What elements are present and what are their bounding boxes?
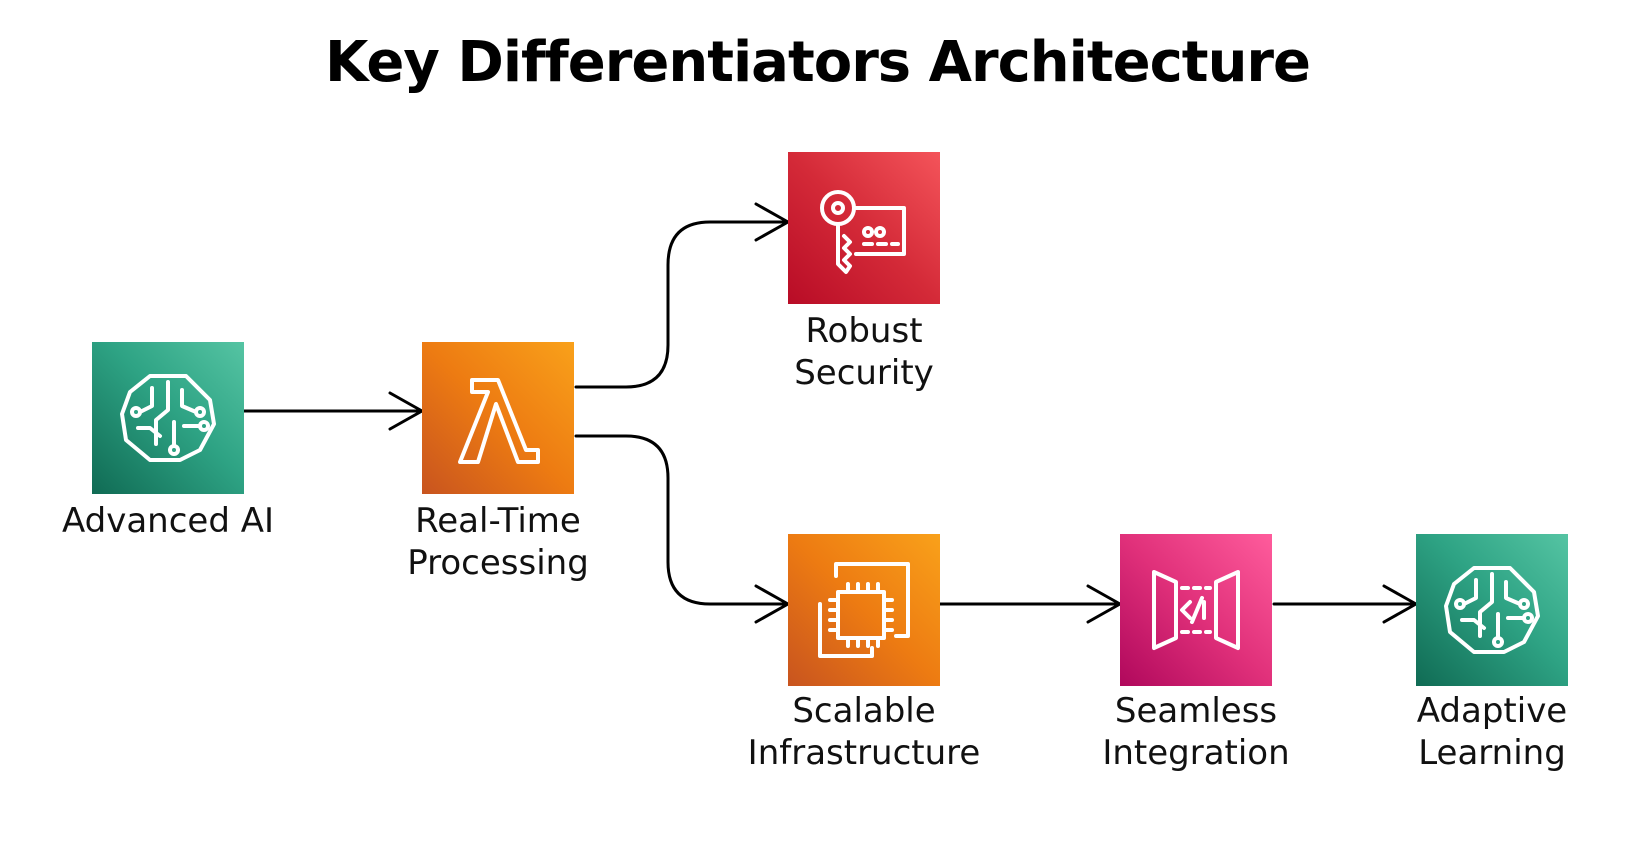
- brain-circuit-icon: [1444, 566, 1540, 654]
- edge-infrastructure-to-integration: [938, 584, 1122, 624]
- edge-integration-to-learning: [1272, 584, 1418, 624]
- adaptive-learning-node[interactable]: [1416, 534, 1568, 686]
- robust-security-node[interactable]: [788, 152, 940, 304]
- edge-advanced-ai-to-real-time: [242, 391, 424, 431]
- advanced-ai-label: Advanced AI: [61, 501, 275, 541]
- robust-security-label: Robust Security: [794, 311, 934, 393]
- brain-circuit-icon: [120, 374, 216, 462]
- seamless-integration-node[interactable]: [1120, 534, 1272, 686]
- key-card-icon: [820, 190, 906, 274]
- adaptive-learning-label: Adaptive Learning: [1416, 691, 1568, 773]
- real-time-processing-label: Real-Time Processing: [407, 501, 589, 583]
- seamless-integration-label: Seamless Integration: [1102, 691, 1290, 773]
- chip-icon: [818, 562, 910, 658]
- diagram-title: Key Differentiators Architecture: [324, 30, 1311, 95]
- api-gateway-icon: [1152, 570, 1240, 650]
- scalable-infrastructure-label: Scalable Infrastructure: [747, 691, 981, 773]
- real-time-processing-node[interactable]: [422, 342, 574, 494]
- lambda-icon: [458, 378, 540, 464]
- scalable-infrastructure-node[interactable]: [788, 534, 940, 686]
- advanced-ai-node[interactable]: [92, 342, 244, 494]
